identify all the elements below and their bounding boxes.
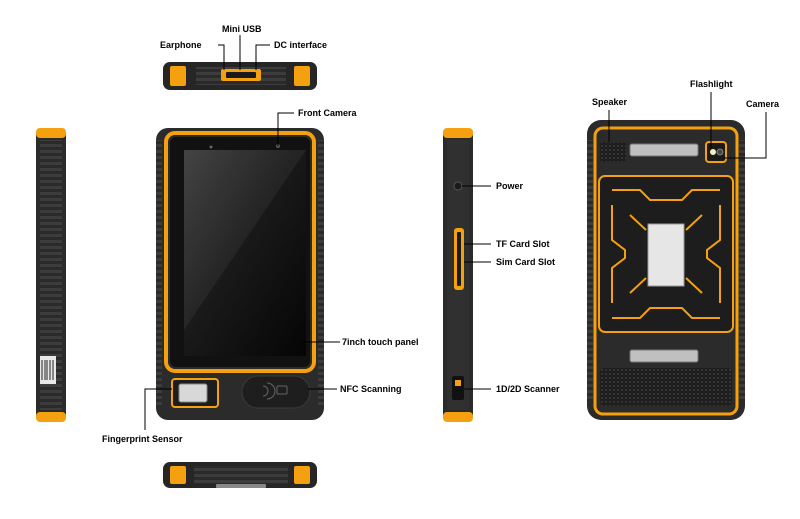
label-mini-usb: Mini USB	[222, 24, 262, 34]
fingerprint-window	[178, 383, 208, 403]
left-side-bumper-top	[36, 128, 66, 138]
bottom-edge-contacts	[216, 484, 266, 488]
back-bottom-texture	[600, 368, 732, 406]
right-side-bumper-top	[443, 128, 473, 138]
speaker-grille	[600, 142, 626, 162]
back-right-grip	[739, 140, 745, 400]
left-side-barcode-lines	[41, 360, 54, 380]
callout-front-camera	[277, 112, 294, 146]
label-front-camera: Front Camera	[298, 108, 357, 118]
nfc-icon	[262, 382, 276, 400]
callout-lines	[144, 35, 767, 430]
front-right-grip	[318, 140, 324, 408]
label-scanner: 1D/2D Scanner	[496, 384, 560, 394]
label-dc-interface: DC interface	[274, 40, 328, 50]
bottom-edge-bumper-left	[170, 466, 186, 484]
label-flashlight: Flashlight	[690, 79, 733, 89]
top-edge-bumper-right	[294, 66, 310, 86]
callout-earphone	[218, 44, 225, 70]
scanner-indicator	[455, 380, 461, 386]
touch-screen	[184, 150, 306, 356]
label-fingerprint-sensor: Fingerprint Sensor	[102, 434, 183, 444]
callout-fingerprint	[144, 388, 172, 430]
back-view	[587, 120, 745, 420]
back-orange-frame	[593, 126, 739, 416]
front-sensor-dot	[209, 145, 213, 149]
left-side-ribs	[40, 140, 62, 410]
screen-glare	[184, 150, 306, 330]
nfc-card-icon	[276, 385, 288, 395]
port-slot	[226, 72, 256, 78]
label-speaker: Speaker	[592, 97, 628, 107]
left-side-view	[36, 128, 66, 422]
card-slot-opening	[457, 232, 461, 286]
rear-camera-lens	[716, 148, 724, 156]
nfc-area	[241, 375, 311, 409]
label-tf-card-slot: TF Card Slot	[496, 239, 550, 249]
power-button	[453, 181, 463, 191]
label-power: Power	[496, 181, 524, 191]
front-left-grip	[156, 140, 162, 408]
scanner-window	[452, 376, 464, 400]
back-left-grip	[587, 140, 593, 400]
bottom-edge-ribs	[194, 466, 288, 484]
callout-camera	[724, 112, 767, 159]
label-earphone: Earphone	[160, 40, 202, 50]
top-edge-view	[163, 62, 317, 90]
flashlight-lens	[710, 149, 716, 155]
callout-dc-interface	[255, 44, 270, 70]
left-side-barcode-label	[40, 356, 56, 384]
battery-cover-pattern	[611, 189, 721, 319]
bottom-metal-strap	[629, 349, 699, 363]
top-metal-strap	[629, 143, 699, 157]
label-nfc-scanning: NFC Scanning	[340, 384, 402, 394]
right-side-view	[443, 128, 473, 422]
label-camera: Camera	[746, 99, 780, 109]
label-sim-card-slot: Sim Card Slot	[496, 257, 556, 267]
rear-nfc-label	[647, 223, 685, 287]
front-orange-frame	[164, 131, 316, 373]
left-side-bumper-bottom	[36, 412, 66, 422]
label-touch-panel: 7inch touch panel	[342, 337, 419, 347]
right-side-bumper-bottom	[443, 412, 473, 422]
front-view	[156, 128, 324, 420]
bottom-edge-bumper-right	[294, 466, 310, 484]
top-edge-bumper-left	[170, 66, 186, 86]
bottom-edge-view	[163, 462, 317, 488]
